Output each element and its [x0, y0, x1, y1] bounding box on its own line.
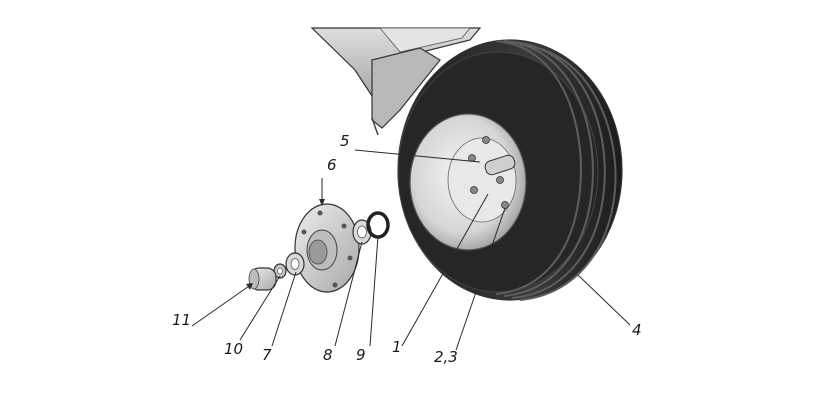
callout-2-3: 2,3: [434, 348, 458, 366]
rim: [409, 113, 527, 251]
callout-1: 1: [392, 338, 402, 356]
callout-5: 5: [340, 132, 350, 150]
hub-cap: [248, 267, 277, 291]
wheel-hub: [294, 203, 360, 293]
callout-4: 4: [632, 321, 642, 339]
callout-7: 7: [262, 346, 272, 364]
leader-lines: [191, 149, 631, 351]
callout-9: 9: [356, 346, 366, 364]
callout-labels: 5 6 11 10 7 8 9 1 2,3 4: [172, 132, 642, 366]
callout-11: 11: [172, 311, 191, 329]
callout-10: 10: [224, 340, 243, 358]
seal-ring: [366, 211, 390, 239]
bearing-outer: [285, 252, 305, 276]
callout-6: 6: [327, 156, 337, 174]
frame-beam: [310, 27, 482, 136]
callout-8: 8: [323, 346, 333, 364]
